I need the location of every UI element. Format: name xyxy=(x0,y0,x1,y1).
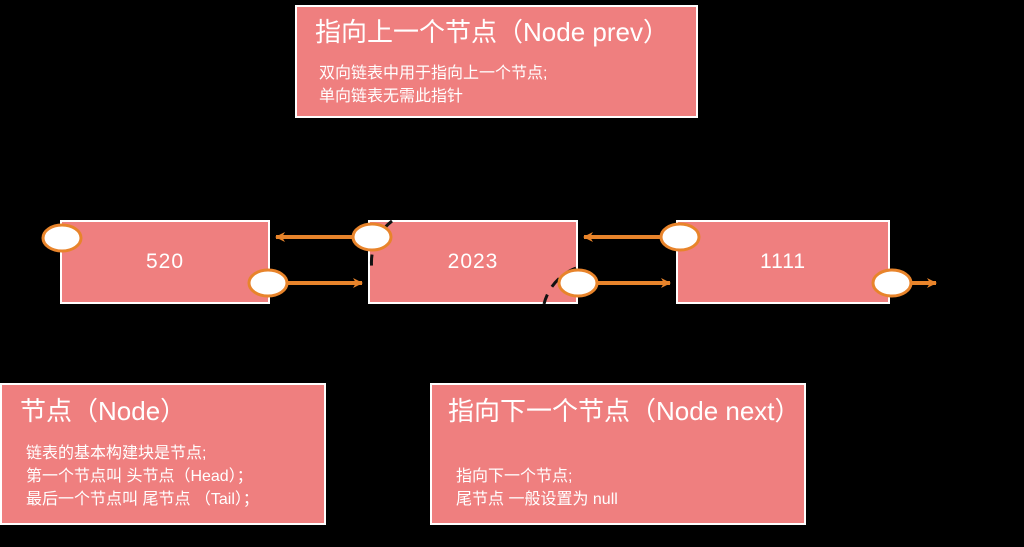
list-node-value: 2023 xyxy=(447,250,499,273)
list-node-value: 520 xyxy=(145,250,185,273)
list-node-value: 1111 xyxy=(759,250,807,273)
list-node-1111[interactable]: 1111 xyxy=(676,220,890,304)
callout-node-title: 节点（Node） xyxy=(20,396,187,426)
callout-node-next-body: 指向下一个节点; 尾节点 一般设置为 null xyxy=(456,468,618,509)
callout-node-next-title: 指向下一个节点（Node next） xyxy=(448,396,801,426)
callout-node-next: 指向下一个节点（Node next） 指向下一个节点; 尾节点 一般设置为 nu… xyxy=(430,383,806,525)
callout-node: 节点（Node） 链表的基本构建块是节点; 第一个节点叫 头节点（Head）； … xyxy=(0,383,326,525)
callout-node-prev-body: 双向链表中用于指向上一个节点; 单向链表无需此指针 xyxy=(319,65,548,106)
list-node-2023[interactable]: 2023 xyxy=(368,220,578,304)
callout-node-prev-title: 指向上一个节点（Node prev） xyxy=(315,17,669,47)
list-node-520[interactable]: 520 xyxy=(60,220,270,304)
callout-node-prev: 指向上一个节点（Node prev） 双向链表中用于指向上一个节点; 单向链表无… xyxy=(295,5,698,118)
callout-node-body: 链表的基本构建块是节点; 第一个节点叫 头节点（Head）； 最后一个节点叫 尾… xyxy=(26,445,259,509)
